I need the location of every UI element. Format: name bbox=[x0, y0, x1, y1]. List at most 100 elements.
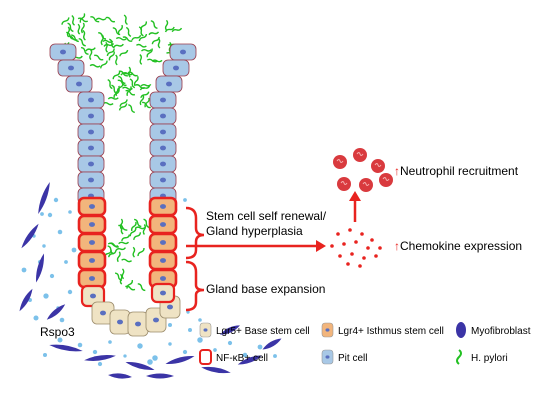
stroma-dot bbox=[108, 340, 112, 344]
h-pylori-body bbox=[121, 268, 125, 280]
h-pylori bbox=[77, 17, 89, 23]
h-pylori-body bbox=[138, 26, 144, 37]
h-pylori-body bbox=[143, 218, 150, 229]
h-pylori bbox=[93, 54, 104, 61]
myofibroblast bbox=[125, 362, 155, 370]
h-pylori bbox=[126, 86, 132, 97]
stroma-dot bbox=[33, 315, 39, 321]
stroma-dot bbox=[57, 229, 63, 235]
h-pylori-body bbox=[119, 99, 128, 107]
stroma-dot bbox=[53, 197, 59, 203]
chemokine-dot bbox=[374, 254, 378, 258]
cell-nucleus bbox=[160, 113, 166, 119]
neutrophil bbox=[337, 177, 351, 191]
h-pylori bbox=[118, 103, 128, 111]
h-pylori-body bbox=[164, 26, 175, 33]
h-pylori bbox=[119, 218, 124, 230]
h-pylori bbox=[139, 85, 151, 91]
h-pylori-body bbox=[123, 14, 128, 26]
chemokine-dot bbox=[360, 232, 364, 236]
pit-cell bbox=[155, 75, 183, 93]
h-pylori bbox=[133, 232, 142, 240]
h-pylori bbox=[138, 33, 148, 42]
legend-item-lgr5: Lgr5+ Base stem cell bbox=[199, 322, 310, 338]
h-pylori bbox=[67, 22, 74, 33]
neutrophil bbox=[371, 159, 385, 173]
h-pylori bbox=[100, 34, 104, 46]
h-pylori bbox=[138, 26, 144, 37]
h-pylori-body bbox=[113, 88, 120, 98]
h-pylori-body bbox=[107, 78, 113, 90]
legend-nucleus bbox=[203, 328, 208, 332]
cell-nucleus bbox=[88, 97, 94, 103]
legend-label-myo: Myofibroblast bbox=[471, 326, 531, 337]
h-pylori-body bbox=[89, 64, 101, 68]
h-pylori bbox=[136, 43, 147, 48]
h-pylori bbox=[81, 46, 89, 55]
h-pylori-body bbox=[100, 60, 108, 69]
cell-nucleus bbox=[160, 240, 166, 245]
legend-item-nfkb: NF-κB+ cell bbox=[199, 349, 268, 365]
h-pylori-body bbox=[113, 43, 124, 48]
cell-nucleus bbox=[166, 81, 172, 87]
stroma-dot bbox=[57, 337, 63, 343]
h-pylori-body bbox=[134, 218, 142, 228]
myofibroblast bbox=[108, 373, 132, 379]
chemokine-dot bbox=[330, 244, 334, 248]
neutrophil-recruitment-label: ↑Neutrophil recruitment bbox=[394, 164, 519, 178]
h-pylori-body bbox=[140, 21, 148, 31]
pit-cell bbox=[162, 59, 190, 77]
h-pylori-body bbox=[121, 258, 133, 263]
stroma-dot bbox=[97, 361, 103, 367]
h-pylori bbox=[143, 218, 150, 229]
h-pylori-body bbox=[128, 104, 135, 114]
lgr5-base-cell bbox=[127, 311, 149, 337]
h-pylori-body bbox=[78, 38, 86, 47]
chemokine-dot bbox=[354, 240, 358, 244]
stroma-dot bbox=[123, 354, 127, 358]
h-pylori-body bbox=[133, 232, 142, 240]
myofibroblast bbox=[36, 253, 44, 283]
myofibroblast-body bbox=[237, 355, 263, 365]
h-pylori-body bbox=[115, 54, 118, 66]
h-pylori bbox=[146, 48, 153, 58]
h-pylori bbox=[112, 27, 121, 36]
h-pylori-body bbox=[66, 26, 71, 38]
myofibroblast-body bbox=[46, 304, 66, 320]
h-pylori-body bbox=[115, 36, 127, 41]
h-pylori-body bbox=[80, 22, 85, 34]
stroma-dot bbox=[182, 349, 188, 355]
h-pylori-body bbox=[139, 94, 145, 106]
h-pylori bbox=[85, 47, 96, 52]
cell-nucleus bbox=[160, 276, 166, 281]
h-pylori-body bbox=[115, 247, 127, 251]
h-pylori bbox=[121, 234, 131, 242]
stroma-dot bbox=[198, 318, 202, 322]
h-pylori-body bbox=[125, 89, 136, 96]
neutrophil bbox=[333, 155, 347, 169]
cell-nucleus bbox=[160, 222, 166, 227]
myofibroblast bbox=[165, 356, 195, 364]
h-pylori-body bbox=[95, 17, 107, 21]
h-pylori bbox=[131, 34, 142, 41]
stroma-dot bbox=[40, 212, 44, 216]
cell-nucleus bbox=[89, 204, 95, 209]
cell-nucleus bbox=[88, 161, 94, 167]
h-pylori bbox=[129, 78, 136, 89]
h-pylori bbox=[89, 64, 101, 68]
h-pylori bbox=[89, 49, 93, 61]
h-pylori bbox=[137, 283, 146, 292]
legend-item-lgr4: Lgr4+ Isthmus stem cell bbox=[321, 322, 444, 338]
pit-cell bbox=[149, 171, 177, 189]
h-pylori bbox=[125, 89, 136, 96]
h-pylori-body bbox=[112, 27, 121, 36]
h-pylori bbox=[140, 21, 148, 31]
cell-nucleus bbox=[117, 319, 123, 325]
annotations bbox=[185, 200, 357, 312]
h-pylori bbox=[66, 26, 71, 38]
h-pylori bbox=[128, 104, 135, 114]
h-pylori-body bbox=[138, 33, 148, 42]
h-pylori bbox=[115, 247, 127, 251]
h-pylori-body bbox=[142, 101, 151, 109]
